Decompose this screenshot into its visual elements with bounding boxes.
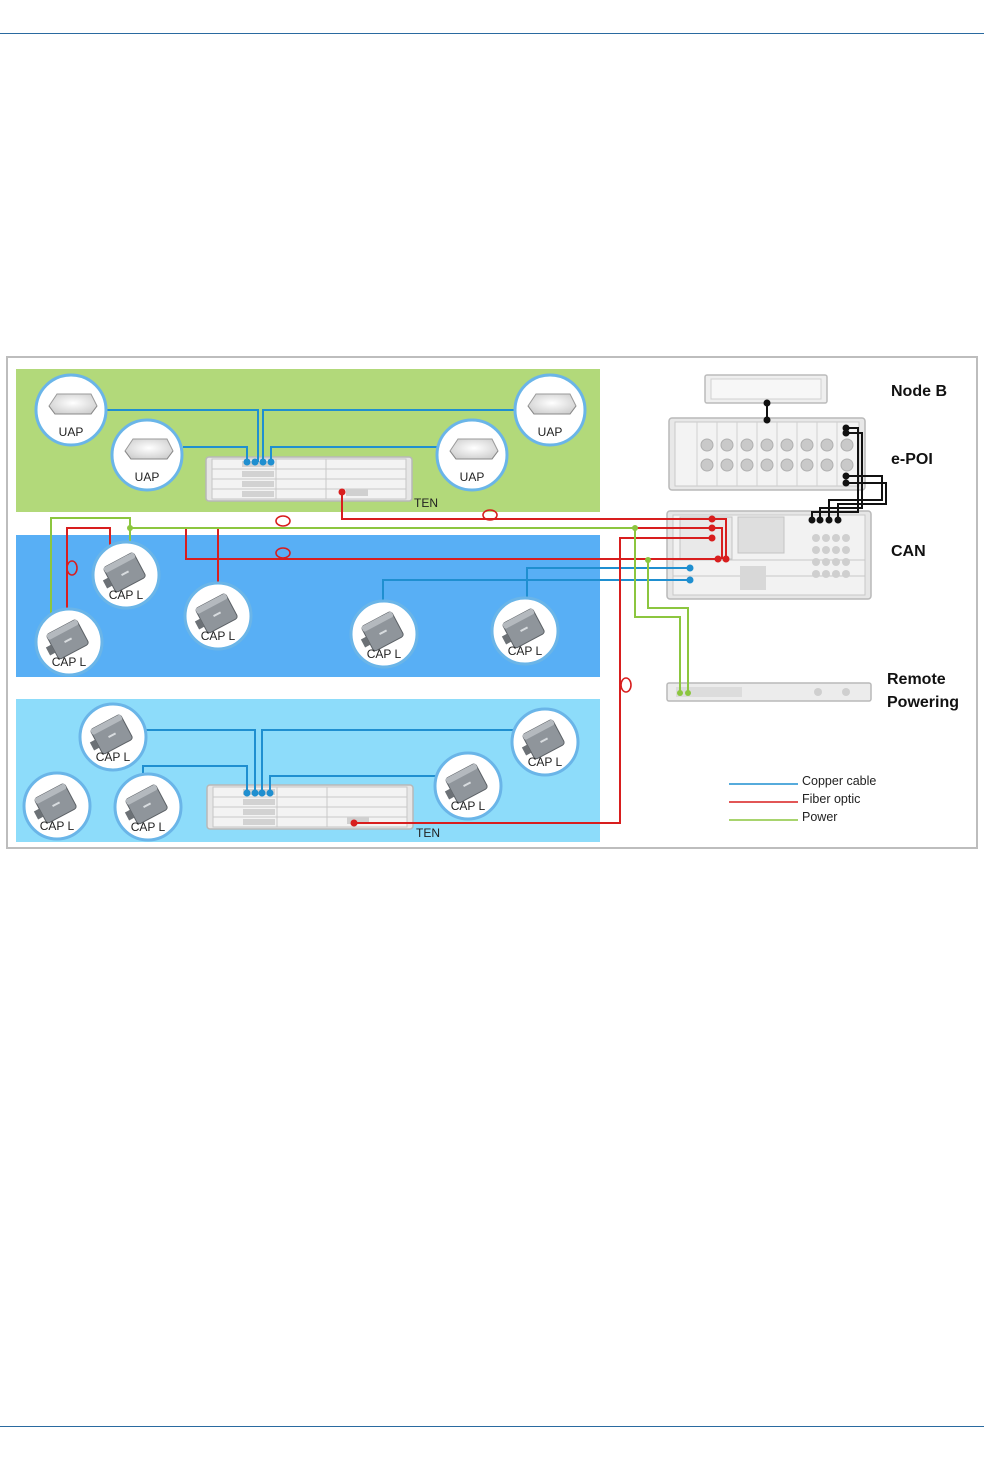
uap-device: UAP [515,375,585,445]
uap-device: UAP [112,420,182,490]
cap-l-label: CAP L [451,799,486,813]
cap-l-device: CAP L [512,709,578,775]
legend-fiber-label: Fiber optic [802,792,860,806]
uap-device: UAP [437,420,507,490]
uap-label: UAP [460,470,485,484]
cap-l-label: CAP L [528,755,563,769]
cap-l-label: CAP L [96,750,131,764]
cap-l-device: CAP L [36,609,102,675]
ten-label: TEN [414,496,438,510]
uap-label: UAP [538,425,563,439]
cap-l-label: CAP L [508,644,543,658]
cap-l-device: CAP L [435,753,501,819]
epoi-label: e-POI [891,451,933,468]
node-b-label: Node B [891,383,947,400]
can-label: CAN [891,543,926,560]
cap-l-device: CAP L [115,774,181,840]
cap-l-label: CAP L [109,588,144,602]
cap-l-label: CAP L [52,655,87,669]
can-rack-unit-icon [667,511,871,599]
cap-l-label: CAP L [201,629,236,643]
legend-power-label: Power [802,810,837,824]
cap-l-device: CAP L [185,583,251,649]
legend-copper-label: Copper cable [802,774,876,788]
cap-l-device: CAP L [93,542,159,608]
remote-powering-label-line1: Remote [887,671,946,688]
cap-l-label: CAP L [367,647,402,661]
epoi-rack-unit-icon [669,418,865,490]
cap-l-device: CAP L [80,704,146,770]
uap-device: UAP [36,375,106,445]
ten-rack-unit-icon [206,457,412,501]
uap-label: UAP [59,425,84,439]
uap-label: UAP [135,470,160,484]
remote-powering-label-line2: Powering [887,694,959,711]
ten-label: TEN [416,826,440,840]
node-b-unit-icon [705,375,827,403]
remote-powering-unit-icon [667,683,871,701]
cap-l-label: CAP L [131,820,166,834]
cap-l-device: CAP L [351,601,417,667]
cap-l-device: CAP L [492,598,558,664]
cap-l-label: CAP L [40,819,75,833]
cap-l-device: CAP L [24,773,90,839]
